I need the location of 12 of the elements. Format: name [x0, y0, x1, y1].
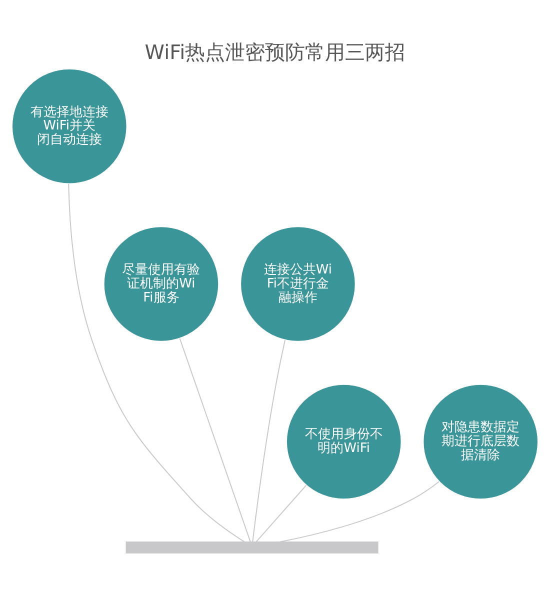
node-bar — [126, 542, 378, 554]
node-circle: 对隐患数据定期进行底层数据清除 — [422, 384, 538, 500]
node-circle: 尽量使用有验证机制的WiFi服务 — [103, 226, 220, 342]
diagram-title: WiFi热点泄密预防常用三两招 — [144, 40, 406, 64]
connector — [252, 340, 286, 542]
node-circle: 有选择地连接WiFi并关闭自动连接 — [12, 68, 128, 184]
connector — [278, 481, 440, 542]
node-circle: 不使用身份不明的WiFi — [286, 384, 402, 500]
connector — [68, 183, 246, 542]
connector — [256, 484, 307, 542]
node-circle: 连接公共WiFi不进行金融操作 — [240, 226, 356, 342]
connector — [179, 338, 251, 542]
